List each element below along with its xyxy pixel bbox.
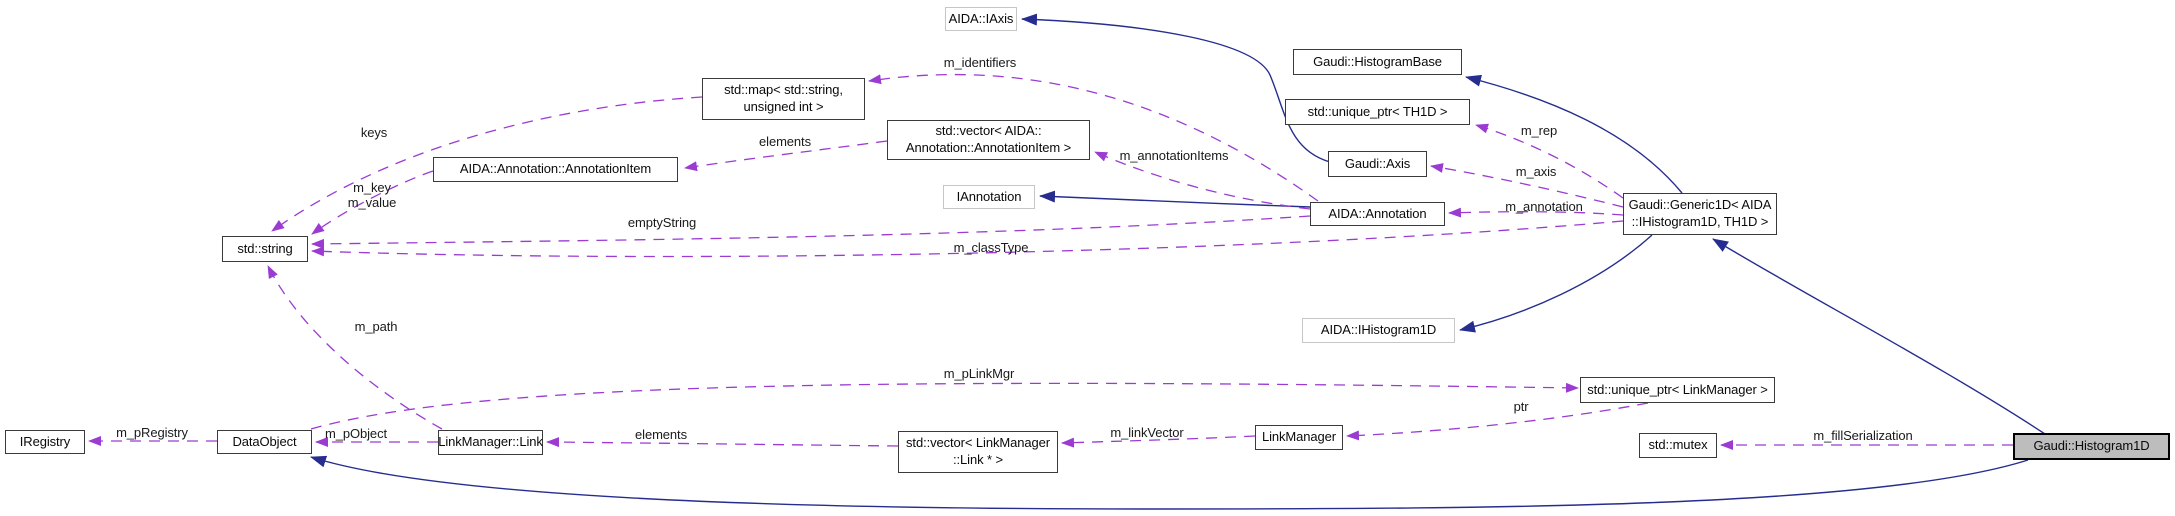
edge-m-key-m-value: [311, 170, 434, 235]
edge-m-axis: [1430, 163, 1624, 208]
edge-keys: [271, 96, 703, 232]
node-linkmanager-link[interactable]: LinkManager::Link: [438, 430, 543, 455]
node-gaudi-generic1d[interactable]: Gaudi::Generic1D< AIDA ::IHistogram1D, T…: [1623, 193, 1777, 235]
edge-generic1d-to-aida-ihistogram1d: [1459, 234, 1653, 333]
edge-label-m-annotationitems: m_annotationItems: [1119, 148, 1229, 163]
edge-m-identifiers: [868, 73, 1319, 202]
edge-label-ptr: ptr: [1513, 399, 1529, 414]
node-dataobject[interactable]: DataObject: [217, 430, 312, 454]
edge-generic1d-to-histogrambase: [1465, 74, 1683, 194]
edge-label-m-annotation: m_annotation: [1505, 199, 1583, 214]
edge-histogram1d-to-dataobject: [310, 455, 2029, 510]
node-std-unique-ptr-th1d[interactable]: std::unique_ptr< TH1D >: [1285, 99, 1470, 125]
edge-ptr: [1346, 402, 1649, 441]
node-annotation-item[interactable]: AIDA::Annotation::AnnotationItem: [433, 157, 678, 182]
edge-histogram1d-to-generic1d: [1712, 238, 2046, 435]
edge-label-m-linkvector: m_linkVector: [1110, 425, 1184, 440]
edge-aida-annotation-to-iannotation: [1039, 190, 1311, 208]
node-gaudi-histogram1d: Gaudi::Histogram1D: [2013, 433, 2170, 460]
node-iregistry[interactable]: IRegistry: [5, 430, 85, 454]
edge-m-annotationitems: [1094, 151, 1311, 210]
edge-label-m-classtype: m_classType: [953, 240, 1029, 255]
edge-m-path: [267, 265, 443, 430]
edge-elements-top: [684, 140, 888, 172]
edge-label-m-plinkmgr: m_pLinkMgr: [943, 366, 1015, 381]
edge-m-linkvector: [1061, 435, 1256, 448]
edge-label-m-pobject: m_pObject: [325, 426, 387, 441]
edge-label-m-key-m-value: m_key m_value: [347, 180, 397, 210]
edge-label-keys: keys: [360, 125, 388, 140]
edge-label-elements-bottom: elements: [635, 427, 687, 442]
node-aida-iaxis: AIDA::IAxis: [945, 7, 1017, 31]
edge-label-m-fillserialization: m_fillSerialization: [1813, 428, 1913, 443]
edge-label-m-identifiers: m_identifiers: [943, 55, 1017, 70]
edge-label-elements-top: elements: [759, 134, 811, 149]
edge-label-m-rep: m_rep: [1520, 123, 1558, 138]
edge-label-m-path: m_path: [354, 319, 398, 334]
edge-emptystring: [311, 215, 1311, 249]
node-gaudi-histogrambase[interactable]: Gaudi::HistogramBase: [1293, 49, 1462, 75]
edge-label-m-pregistry: m_pRegistry: [116, 425, 188, 440]
node-aida-ihistogram1d: AIDA::IHistogram1D: [1302, 318, 1455, 343]
node-std-vector-annotation-item[interactable]: std::vector< AIDA:: Annotation::Annotati…: [887, 120, 1090, 160]
edge-label-m-axis: m_axis: [1515, 164, 1557, 179]
node-std-mutex[interactable]: std::mutex: [1639, 433, 1717, 458]
node-std-unique-ptr-linkmanager[interactable]: std::unique_ptr< LinkManager >: [1580, 377, 1775, 403]
edge-m-annotation: [1448, 207, 1624, 218]
node-std-string[interactable]: std::string: [222, 236, 308, 262]
edge-label-emptystring: emptyString: [627, 215, 697, 230]
edge-m-classtype: [311, 220, 1624, 258]
edge-elements-bottom: [546, 437, 899, 448]
node-aida-annotation[interactable]: AIDA::Annotation: [1310, 202, 1445, 226]
node-std-vector-linkmanager-link[interactable]: std::vector< LinkManager ::Link * >: [898, 431, 1058, 473]
edge-gaudi-axis-to-aida-iaxis: [1021, 13, 1331, 163]
edge-m-plinkmgr: [310, 382, 1579, 430]
node-iannotation: IAnnotation: [943, 185, 1035, 209]
node-gaudi-axis[interactable]: Gaudi::Axis: [1328, 151, 1427, 177]
node-linkmanager[interactable]: LinkManager: [1255, 425, 1343, 450]
edge-m-rep: [1475, 123, 1624, 199]
node-std-map[interactable]: std::map< std::string, unsigned int >: [702, 78, 865, 120]
